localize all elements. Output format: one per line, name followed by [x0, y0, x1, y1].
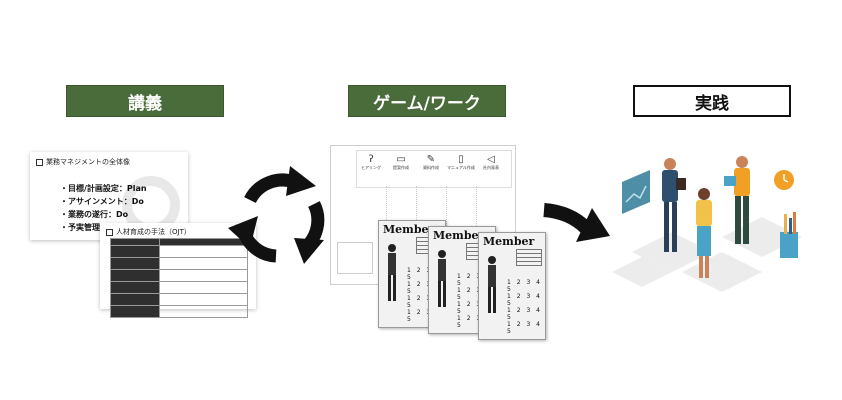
person-figure-icon: [388, 244, 396, 301]
worksheet-column: ʔ ヒアリング: [357, 154, 385, 171]
checkbox-square-icon: [106, 228, 113, 236]
stage-label-practice: 実践: [633, 85, 791, 117]
member-card-digits: 1 2 3 4 5: [407, 281, 442, 295]
member-card-digits: 1 2 3 4 5: [507, 279, 542, 293]
member-card-digits: 1 2 3 4 5: [457, 301, 492, 315]
worksheet-divider: [386, 186, 387, 226]
stage-label-lecture-text: 講義: [128, 93, 162, 114]
person-figure-icon: [438, 250, 446, 307]
bullet-item: ・予実管理（: [60, 223, 108, 232]
megaphone-icon: ◁: [487, 154, 495, 165]
worksheet-column-label: 提案作成: [393, 165, 409, 170]
person-figure-icon: [488, 256, 496, 313]
member-card-digits: 1 2 3 4 5: [407, 267, 442, 281]
worksheet-column-label: 資料作成: [423, 165, 439, 170]
worksheet-header: [356, 150, 512, 188]
worksheet-divider: [416, 186, 417, 226]
worksheet-column-label: マニュアル作成: [447, 165, 475, 170]
member-card: Member 1 2 3 4 5 1 2 3 4 5 1 2 3 4 5 1 2…: [478, 232, 546, 340]
stage-label-practice-text: 実践: [695, 93, 729, 114]
member-card-digits: 1 2 3 4 5: [507, 321, 542, 335]
lecture-slide-ojt-title: 人材育成の手法（OJT）: [116, 228, 191, 236]
member-card-title: Member: [433, 229, 485, 242]
member-card-digits: 1 2 3 4 5: [457, 315, 492, 329]
worksheet-column: ▯ マニュアル作成: [447, 154, 475, 171]
lecture-slide-overview-title: 業務マネジメントの全体像: [46, 158, 130, 166]
monitor-icon: ▭: [396, 154, 406, 165]
pen-icon: ✎: [426, 154, 436, 165]
stage-label-game-text: ゲーム/ワーク: [373, 93, 481, 114]
worksheet-column: ◁ 社内発表: [477, 154, 505, 171]
member-card-title: Member: [383, 223, 435, 236]
cycle-arrows-icon: [228, 166, 325, 264]
stage-label-game: ゲーム/ワーク: [348, 85, 506, 117]
curved-arrow-right-icon: [543, 203, 610, 242]
checkbox-square-icon: [36, 158, 43, 166]
ojt-table: [110, 238, 248, 318]
worksheet-side-box: [337, 242, 373, 274]
member-card-info-table: [516, 249, 542, 266]
member-card-title: Member: [483, 235, 535, 248]
worksheet-divider: [476, 186, 477, 226]
worksheet-column: ▭ 提案作成: [387, 154, 415, 171]
bullet-item: ・業務の遂行：Do: [60, 210, 129, 219]
worksheet-column: ✎ 資料作成: [417, 154, 445, 171]
worksheet-divider: [446, 186, 447, 226]
member-card-digits: 1 2 3 4 5: [457, 273, 492, 287]
lecture-slide-overview-title-row: 業務マネジメントの全体像: [36, 157, 130, 167]
lecture-slide-ojt: 人材育成の手法（OJT）: [100, 223, 256, 318]
bullet-item: ・アサインメント：Do: [60, 197, 144, 206]
member-card-digits: 1 2 3 4 5: [457, 287, 492, 301]
ear-icon: ʔ: [368, 154, 374, 165]
member-card-digits: 1 2 3 4 5: [507, 307, 542, 321]
office-team-illustration: [612, 156, 802, 292]
worksheet-column-label: ヒアリング: [361, 165, 381, 170]
member-card-digits: 1 2 3 4 5: [407, 295, 442, 309]
lecture-slide-overview-bullets: ・目標/計画設定：Plan ・アサインメント：Do ・業務の遂行：Do ・予実管…: [60, 182, 147, 234]
worksheet-column-label: 社内発表: [483, 165, 499, 170]
lecture-slide-ojt-title-row: 人材育成の手法（OJT）: [106, 227, 191, 237]
bullet-item: ・目標/計画設定：Plan: [60, 184, 147, 193]
member-card-digits: 1 2 3 4 5: [407, 309, 442, 323]
document-icon: ▯: [458, 154, 464, 165]
stage-label-lecture: 講義: [66, 85, 224, 117]
member-card-digits: 1 2 3 4 5: [507, 293, 542, 307]
